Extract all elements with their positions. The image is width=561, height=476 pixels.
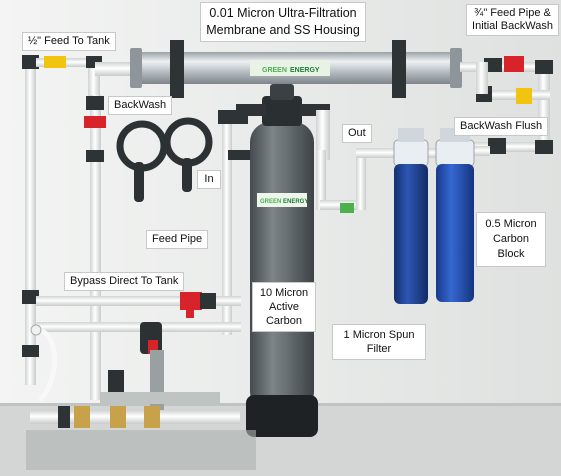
spun-filter-line-2: Filter [366, 343, 392, 355]
filter-wrench-right [163, 117, 213, 192]
membrane-brand-text: GREEN [262, 67, 287, 74]
carbon-block-label: 0.5 Micron Carbon Block [476, 212, 546, 267]
feed-pipe-initial-backwash-line-2: Initial BackWash [472, 20, 553, 32]
backwash-label: BackWash [108, 96, 173, 115]
active-carbon-label: 10 Micron Active Carbon [252, 282, 316, 332]
active-carbon-line-2: Active [269, 301, 299, 313]
tank-brand-text: GREEN [260, 199, 281, 205]
active-carbon-line-3: Carbon [265, 315, 303, 327]
feed-pipe-initial-backwash-label: ¾" Feed Pipe & Initial BackWash [466, 4, 559, 36]
active-carbon-line-1: 10 Micron [259, 287, 309, 299]
out-label: Out [342, 124, 372, 143]
in-label: In [197, 170, 221, 189]
membrane-label-line-1: 0.01 Micron Ultra-Filtration [209, 6, 357, 20]
carbon-block-housing [435, 128, 475, 302]
spun-filter-housing [393, 128, 429, 304]
spun-filter-label: 1 Micron Spun Filter [332, 324, 426, 360]
membrane-brand-text-2: ENERGY [290, 67, 320, 74]
carbon-block-line-3: Block [497, 248, 525, 260]
tank-brand-text-2: ENERGY [283, 199, 308, 205]
membrane-label: 0.01 Micron Ultra-Filtration Membrane an… [200, 2, 366, 42]
spun-filter-line-1: 1 Micron Spun [343, 329, 415, 341]
backwash-flush-label: BackWash Flush [454, 117, 549, 136]
carbon-block-line-2: Carbon [492, 233, 530, 245]
feed-to-tank-label: ½" Feed To Tank [22, 32, 116, 51]
active-carbon-tank: GREEN ENERGY [236, 84, 330, 437]
feed-pipe-initial-backwash-line-1: ¾" Feed Pipe & [474, 7, 551, 19]
membrane-label-line-2: Membrane and SS Housing [206, 23, 360, 37]
bypass-label: Bypass Direct To Tank [64, 272, 185, 291]
feed-pipe-label: Feed Pipe [146, 230, 209, 249]
carbon-block-line-1: 0.5 Micron [485, 218, 537, 230]
